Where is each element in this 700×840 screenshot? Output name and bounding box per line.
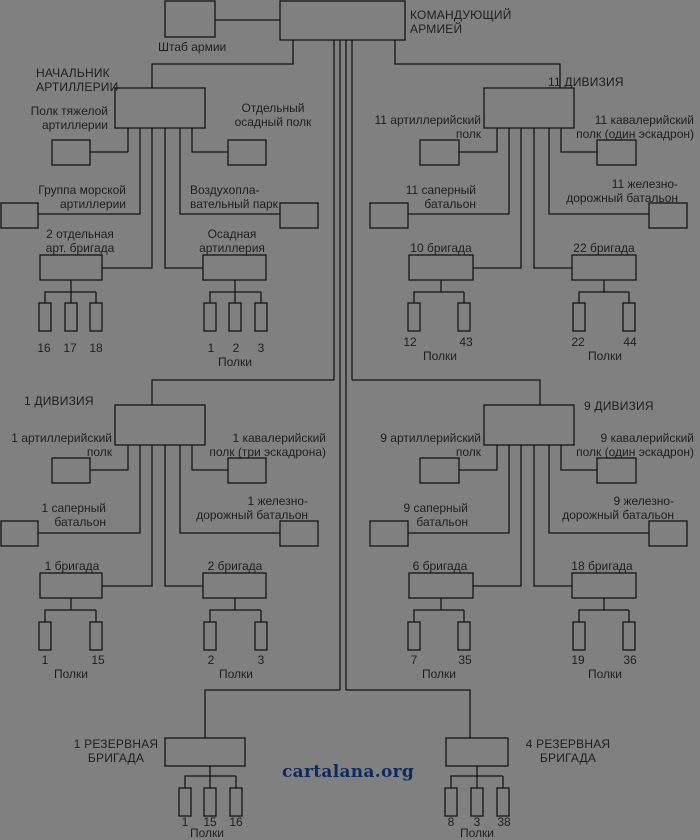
unit-number: 3 (257, 653, 265, 667)
watermark: cartalana.org (282, 762, 415, 782)
unit-number: 16 (37, 341, 51, 355)
unit-number: 38 (497, 815, 511, 829)
unit-number: 35 (458, 653, 472, 667)
div9-brigade-b-label: 18 бригада (571, 559, 633, 573)
div1-brigade-b-label: 2 бригада (207, 559, 263, 573)
div9-brigade-a-label: 6 бригада (412, 559, 468, 573)
unit-number: 8 (447, 815, 455, 829)
unit-number: 2 (232, 341, 240, 355)
unit-number: 44 (623, 335, 637, 349)
division-11-title: 11 ДИВИЗИЯ (548, 75, 624, 89)
unit-number: 1 (181, 815, 189, 829)
div11-brigade-b-label: 22 бригада (573, 241, 635, 255)
division-9-title: 9 ДИВИЗИЯ (584, 399, 654, 413)
unit-number: 36 (623, 653, 637, 667)
unit-number: 15 (203, 815, 217, 829)
balloon-park-label: Воздухопла-вательный парк (190, 183, 278, 211)
staff-label: Штаб армии (158, 40, 227, 54)
div9-railway-battalion-label: 9 железно-дорожный батальон (562, 494, 674, 522)
unit-number: 43 (459, 335, 473, 349)
regiments-label: Полки (588, 667, 622, 681)
unit-number: 17 (63, 341, 77, 355)
unit-number: 3 (473, 815, 481, 829)
unit-number: 19 (571, 653, 585, 667)
division-1-title: 1 ДИВИЗИЯ (24, 394, 94, 408)
div1-brigade-a-label: 1 бригада (44, 559, 100, 573)
regiments-label: Полки (460, 826, 494, 840)
regiments-label: Полки (218, 355, 252, 369)
regiments-label: Полки (422, 667, 456, 681)
regiments-label: Полки (588, 349, 622, 363)
unit-number: 1 (41, 653, 49, 667)
div11-brigade-a-label: 10 бригада (410, 241, 472, 255)
div1-railway-battalion-label: 1 железно-дорожный батальон (196, 494, 308, 522)
unit-number: 12 (403, 335, 417, 349)
regiments-label: Полки (423, 349, 457, 363)
unit-number: 15 (91, 653, 105, 667)
regiments-label: Полки (54, 667, 88, 681)
unit-number: 16 (229, 815, 243, 829)
unit-number: 3 (257, 341, 265, 355)
unit-number: 7 (410, 653, 418, 667)
unit-number: 18 (89, 341, 103, 355)
div11-railway-battalion-label: 11 железно-дорожный батальон (566, 177, 678, 205)
regiments-label: Полки (219, 667, 253, 681)
regiments-label: Полки (190, 826, 224, 840)
unit-number: 1 (207, 341, 215, 355)
unit-number: 2 (207, 653, 215, 667)
unit-number: 22 (571, 335, 585, 349)
